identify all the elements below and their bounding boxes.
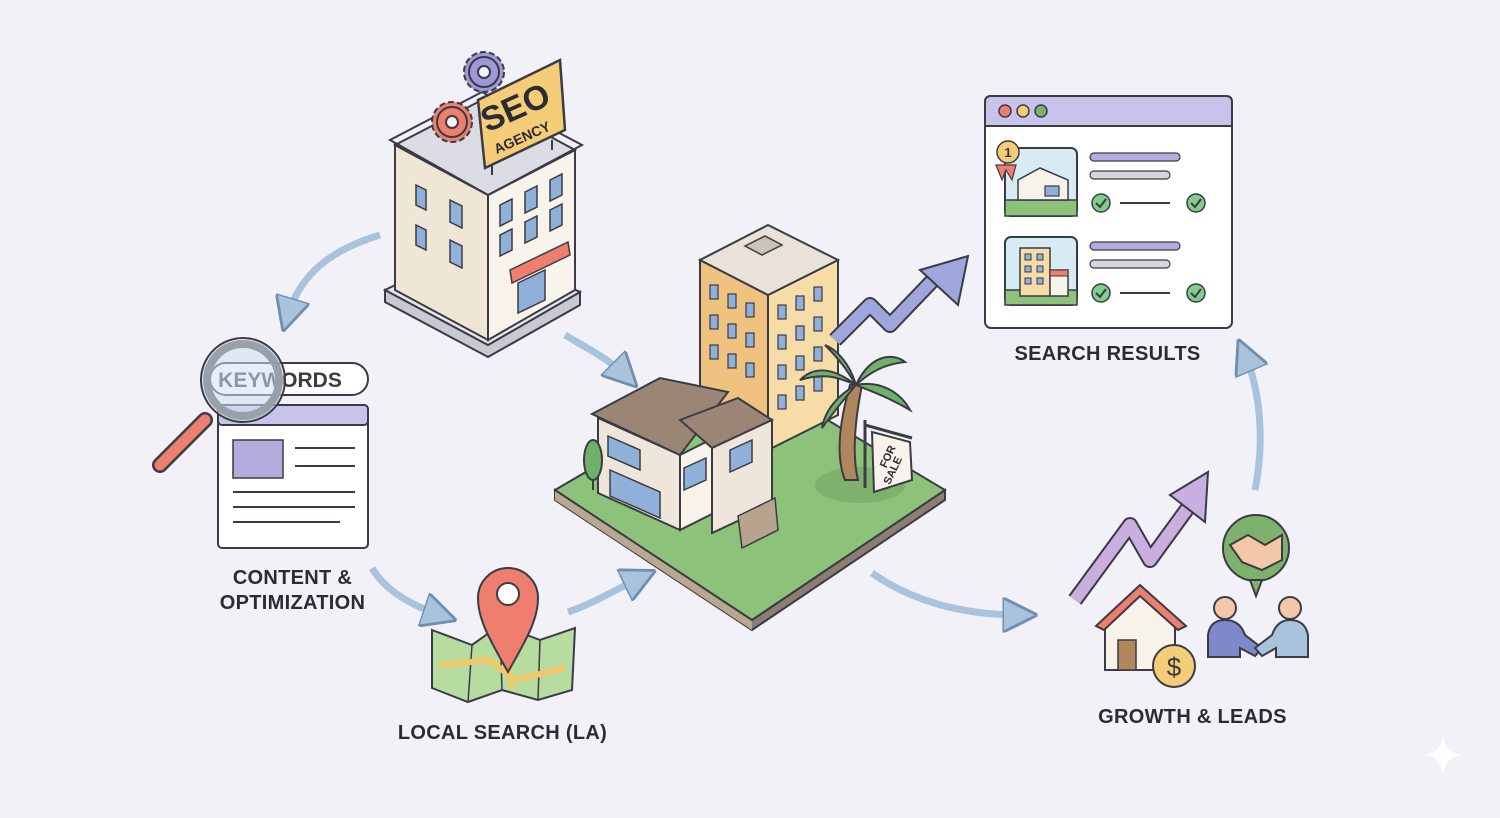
gear-icon (463, 51, 505, 93)
flow-arrows (288, 231, 1260, 616)
search-result-1: 1 (995, 140, 1206, 217)
svg-text:1: 1 (1004, 145, 1011, 160)
handshake-icon (1222, 514, 1290, 599)
dollar-coin-icon: $ (1152, 644, 1196, 688)
medal-icon: 1 (995, 140, 1020, 182)
arrow-local-to-property (566, 578, 640, 616)
label-growth-leads: GROWTH & LEADS (1098, 706, 1287, 728)
content-document (217, 404, 369, 549)
two-people-handshake (1207, 596, 1309, 658)
browser-window-icon: 1 (984, 95, 1233, 329)
arrow-growth-to-results (1245, 355, 1260, 491)
arrow-agency-to-content (288, 231, 382, 315)
label-local-search: LOCAL SEARCH (LA) (397, 722, 608, 744)
trend-arrow-icon (829, 254, 970, 346)
growth-trend-arrow-icon (1068, 470, 1210, 605)
property-diorama: FOR SALE (553, 223, 947, 632)
search-result-2 (1004, 236, 1206, 306)
sparkle-icon (1424, 735, 1462, 775)
label-search-results: SEARCH RESULTS (1014, 343, 1201, 365)
magnifier-icon (152, 337, 286, 473)
label-content-optimization: CONTENT & OPTIMIZATION (200, 566, 385, 616)
checkmark-icon (1186, 283, 1206, 303)
label-content-line2: OPTIMIZATION (219, 592, 366, 614)
gear-icon (431, 101, 473, 143)
arrow-agency-to-property (563, 331, 625, 375)
label-content-line1: CONTENT & (232, 567, 353, 589)
svg-text:$: $ (1167, 652, 1182, 682)
checkmark-icon (1186, 193, 1206, 213)
checkmark-icon (1091, 283, 1111, 303)
map-pin-icon (476, 567, 540, 675)
house-icon (1094, 583, 1188, 671)
arrow-content-to-local (368, 566, 440, 615)
palm-tree-icon (799, 344, 913, 503)
arrow-property-to-growth (869, 570, 1020, 615)
checkmark-icon (1091, 193, 1111, 213)
for-sale-sign: FOR SALE (863, 420, 914, 494)
